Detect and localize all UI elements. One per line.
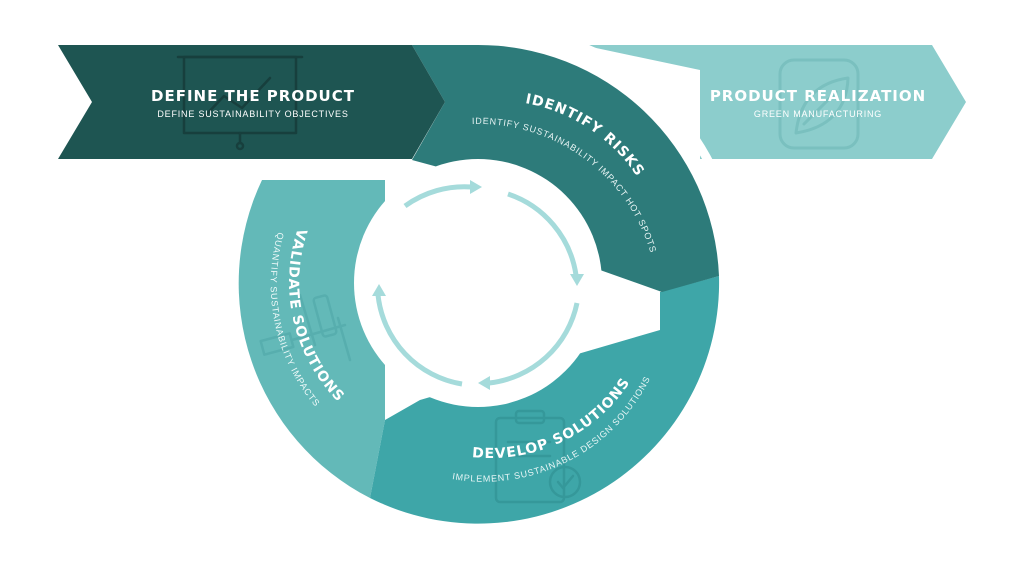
arrowhead-left [372,284,386,296]
define-subtitle: DEFINE SUSTAINABILITY OBJECTIVES [157,109,348,119]
cycle-arrow-bottom [488,302,580,386]
define-title: DEFINE THE PRODUCT [151,87,355,105]
realization-subtitle: GREEN MANUFACTURING [754,109,882,119]
realization-title: PRODUCT REALIZATION [710,87,926,105]
arrowhead-top [470,180,482,194]
cycle-arrowheads [372,180,584,390]
ring-inner-hole [354,159,602,407]
arrowhead-right [570,274,584,286]
arrowhead-bottom [478,376,490,390]
cycle-arrow-left [375,294,463,387]
segment-validate [238,180,385,498]
presentation-board-icon [176,55,304,151]
wrench-tools-icon [259,293,352,362]
cycle-arrow-right [507,191,579,276]
segment-identify [412,44,719,292]
circular-arrows-icon [375,184,580,387]
realization-arrow [582,45,966,159]
separator-stripe [570,38,737,227]
segment-develop [370,276,720,524]
stage-realization: PRODUCT REALIZATION GREEN MANUFACTURING [582,45,966,159]
leaf-app-icon [778,58,860,150]
clipboard-check-icon [494,409,582,504]
stage-define: DEFINE THE PRODUCT DEFINE SUSTAINABILITY… [58,45,445,159]
define-arrow [58,45,445,159]
cycle-arrow-top [403,184,473,209]
